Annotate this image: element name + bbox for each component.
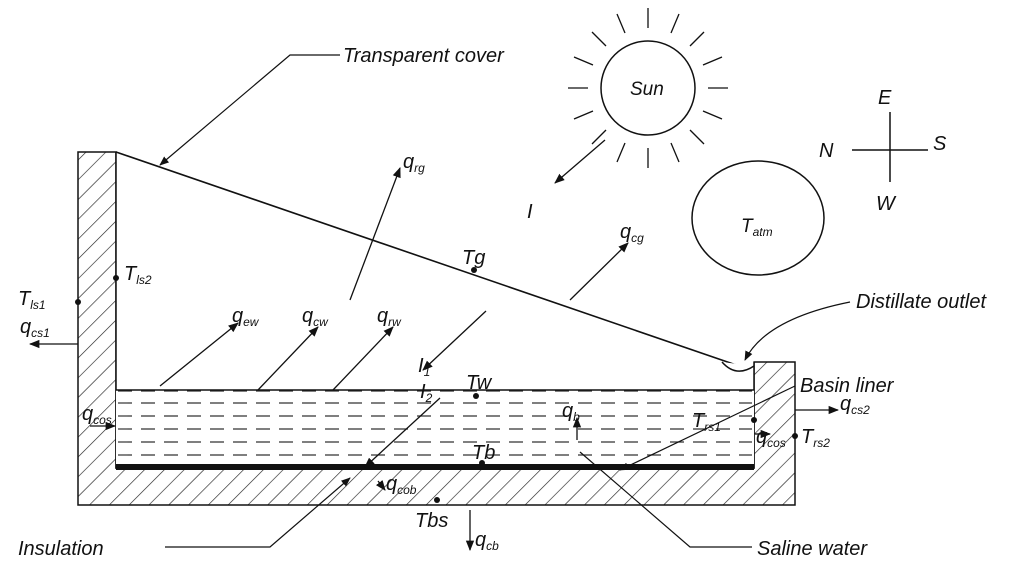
symbol-Trs1: Trs1	[692, 410, 721, 434]
symbol-qcb: qcb	[475, 529, 499, 553]
heat-flow-arrows	[28, 167, 840, 552]
symbol-qcw: qcw	[302, 305, 329, 329]
symbol-Tg: Tg	[462, 247, 485, 269]
symbol-Trs2: Trs2	[801, 426, 830, 450]
compass-icon	[852, 112, 928, 182]
atmosphere-ellipse	[691, 160, 825, 276]
transparent-cover-label: Transparent cover	[343, 45, 505, 67]
symbol-I: I	[527, 201, 533, 223]
water-dashes	[118, 390, 752, 456]
symbol-I2: I2	[420, 381, 433, 405]
symbol-qew: qew	[232, 305, 260, 329]
saline-water-label: Saline water	[757, 538, 868, 560]
t-atm-label: Tatm	[741, 216, 773, 239]
sun-label: Sun	[630, 79, 664, 100]
compass-west: W	[876, 193, 897, 215]
temperature-nodes	[75, 267, 798, 503]
symbol-qcs2: qcs2	[840, 393, 870, 417]
basin-liner-label: Basin liner	[800, 375, 895, 397]
distillate-trough	[721, 361, 755, 372]
leader-lines	[159, 54, 851, 548]
compass-east: E	[878, 87, 892, 109]
symbol-qcg: qcg	[620, 221, 644, 245]
symbol-qcos-right: qcos	[756, 426, 786, 450]
symbol-qcos-left: qcos	[82, 403, 112, 427]
symbol-qrg: qrg	[403, 151, 425, 175]
symbol-Tls1: Tls1	[18, 288, 46, 312]
distillate-outlet-label: Distillate outlet	[856, 291, 988, 313]
symbol-Tls2: Tls2	[124, 263, 152, 287]
transparent-cover-glass	[115, 151, 746, 369]
compass-north: N	[819, 140, 834, 162]
symbol-qcs1: qcs1	[20, 316, 50, 340]
solar-radiation-arrow	[554, 139, 606, 184]
symbol-qcob: qcob	[386, 473, 417, 497]
sun-icon	[568, 8, 728, 168]
symbol-qb: qb	[562, 400, 580, 424]
insulation-label: Insulation	[18, 538, 104, 560]
symbol-Tb: Tb	[472, 442, 495, 464]
symbol-qrw: qrw	[377, 305, 402, 329]
basin-liner	[116, 464, 754, 470]
symbol-Tbs: Tbs	[415, 510, 448, 532]
compass-south: S	[933, 133, 947, 155]
symbol-Tw: Tw	[466, 372, 493, 394]
symbol-I1: I1	[418, 355, 430, 379]
